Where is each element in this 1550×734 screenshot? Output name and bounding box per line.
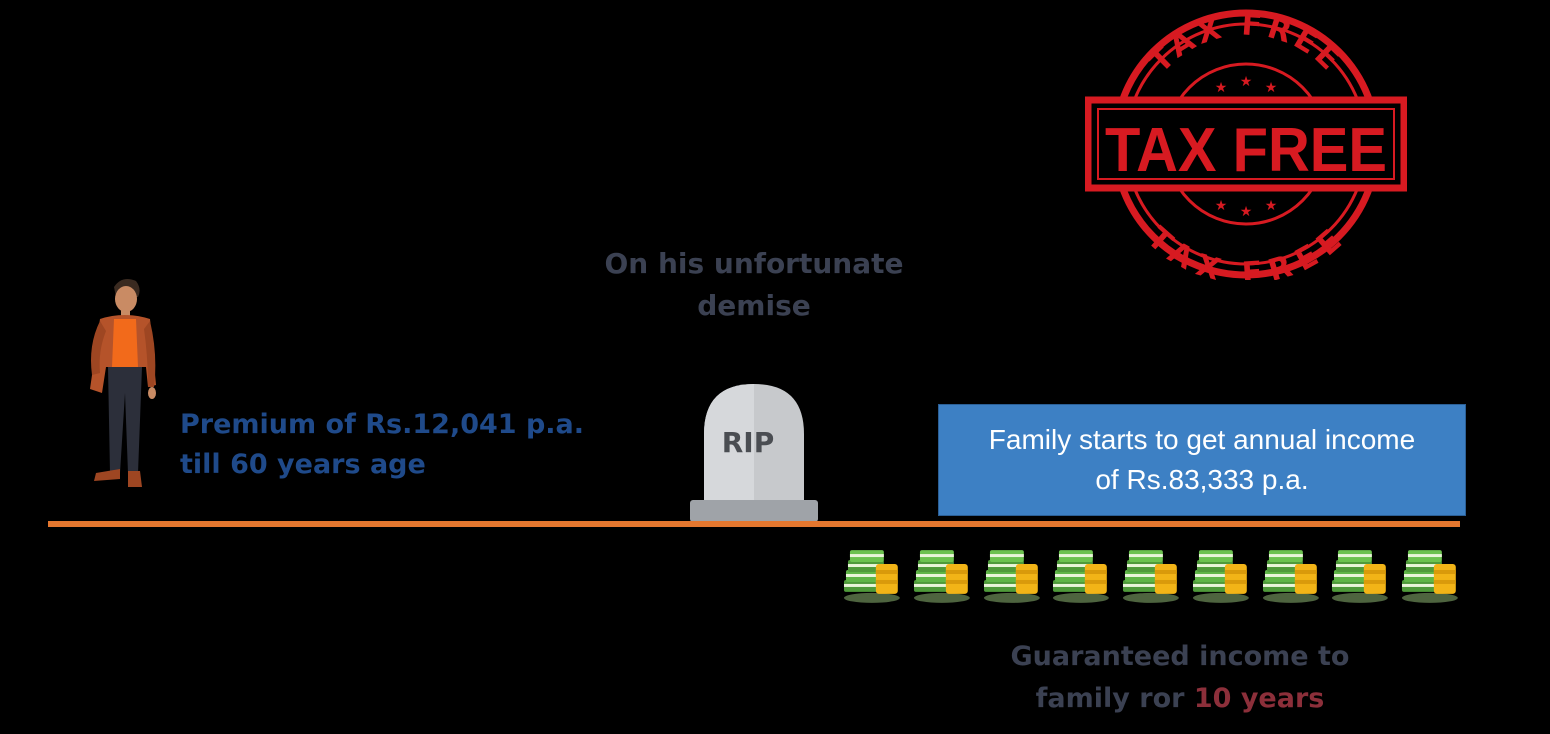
svg-text:★: ★	[1215, 80, 1228, 96]
money-stack-icon	[1123, 550, 1179, 603]
money-stack-icon	[1332, 550, 1389, 603]
money-stack-icon	[1053, 550, 1110, 603]
guaranteed-line-2-prefix: family ror	[1035, 683, 1194, 714]
guaranteed-years-highlight: 10 years	[1193, 683, 1325, 714]
svg-text:★: ★	[1215, 198, 1228, 214]
svg-text:★: ★	[1265, 80, 1278, 96]
demise-line-2: demise	[697, 289, 811, 322]
premium-text: Premium of Rs.12,041 p.a. till 60 years …	[180, 405, 600, 485]
money-stack-icon	[1192, 550, 1249, 603]
person-icon	[90, 279, 156, 487]
svg-text:★: ★	[1240, 204, 1253, 220]
guaranteed-line-2: family ror 10 years	[990, 678, 1370, 720]
tombstone-label: RIP	[722, 426, 775, 459]
svg-text:★: ★	[1265, 198, 1278, 214]
income-line-1: Family starts to get annual income	[988, 424, 1416, 455]
money-stack-icon	[843, 550, 900, 603]
svg-text:★: ★	[1240, 74, 1253, 90]
demise-line-1: On his unfortunate	[604, 247, 904, 280]
income-line-2: of Rs.83,333 p.a.	[1095, 464, 1309, 495]
money-stack-icon	[983, 550, 1040, 603]
premium-line-1: Premium of Rs.12,041 p.a.	[180, 409, 585, 440]
income-callout: Family starts to get annual income of Rs…	[938, 404, 1466, 516]
guaranteed-line-1: Guaranteed income to	[1010, 641, 1350, 672]
timeline-line	[48, 521, 1460, 527]
demise-text: On his unfortunate demise	[595, 243, 913, 327]
tax-free-stamp: TAX FREE TAX FREE ★★★ ★★★ TAX FREE	[1085, 8, 1407, 280]
guaranteed-income-text: Guaranteed income to family ror 10 years	[990, 636, 1370, 720]
svg-text:TAX FREE: TAX FREE	[1143, 8, 1350, 80]
money-stack-icon	[913, 550, 970, 603]
stamp-ring-top: TAX FREE	[1143, 8, 1346, 80]
money-stack-icon	[1402, 550, 1459, 603]
money-icons-row	[840, 540, 1460, 606]
money-stack-icon	[1262, 550, 1319, 603]
tombstone-icon: RIP	[690, 384, 818, 522]
stamp-main-text: TAX FREE	[1105, 116, 1387, 185]
premium-line-2: till 60 years age	[180, 449, 426, 480]
